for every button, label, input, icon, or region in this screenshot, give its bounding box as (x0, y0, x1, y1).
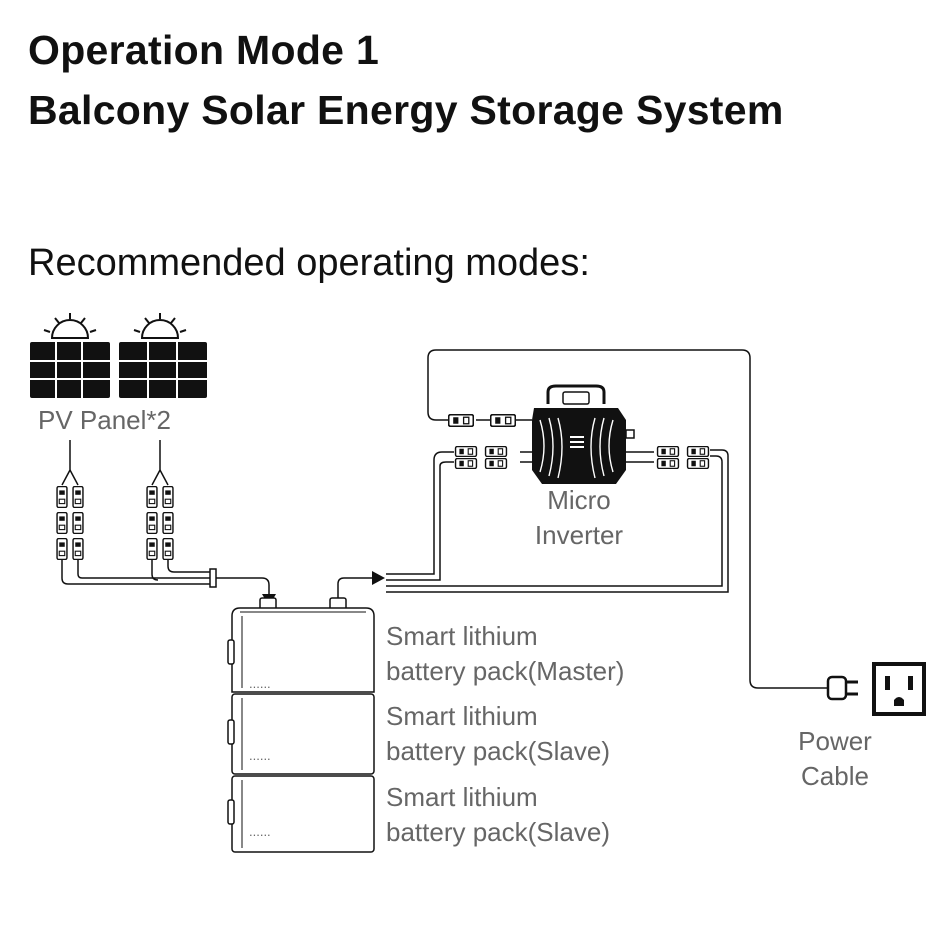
battery-master-indicator: ...... (249, 676, 271, 691)
solar-panel-icon (119, 342, 207, 398)
pv-cables (61, 440, 270, 594)
page-title-line-1: Operation Mode 1 (28, 27, 380, 73)
pv-panel-1 (30, 313, 110, 398)
battery-output-cables (337, 449, 729, 598)
plug-icon (826, 675, 858, 701)
battery-master-label-line-2: battery pack(Master) (386, 656, 624, 686)
battery-slave1-label-line-2: battery pack(Slave) (386, 736, 610, 766)
solar-panel-icon (30, 342, 110, 398)
micro-inverter-icon (476, 384, 654, 484)
ac-power-cable (427, 349, 828, 689)
sun-icon (43, 313, 97, 339)
battery-slave2-label-line-1: Smart lithium (386, 782, 538, 812)
pv-panel-2 (119, 313, 207, 398)
power-cable-label-line-1: Power (798, 726, 872, 756)
power-cable-label-line-2: Cable (801, 761, 869, 791)
inverter-label-line-2: Inverter (535, 520, 623, 550)
arrow-from-master-icon (372, 571, 385, 585)
battery-slave2-indicator: ...... (249, 824, 271, 839)
battery-master-label-line-1: Smart lithium (386, 621, 538, 651)
section-subtitle: Recommended operating modes: (28, 242, 590, 284)
battery-stack: ...... ...... ...... (227, 597, 375, 853)
mc4-connector-icon (56, 486, 174, 560)
battery-slave1-indicator: ...... (249, 748, 271, 763)
battery-slave1-label-line-1: Smart lithium (386, 701, 538, 731)
sun-icon (133, 313, 187, 339)
inverter-label-line-1: Micro (547, 485, 611, 515)
page-title-line-2: Balcony Solar Energy Storage System (28, 87, 784, 133)
power-outlet-icon (872, 662, 926, 716)
battery-slave2-label-line-2: battery pack(Slave) (386, 817, 610, 847)
pv-panel-label: PV Panel*2 (38, 405, 171, 435)
battery-pack-icon (227, 597, 375, 853)
